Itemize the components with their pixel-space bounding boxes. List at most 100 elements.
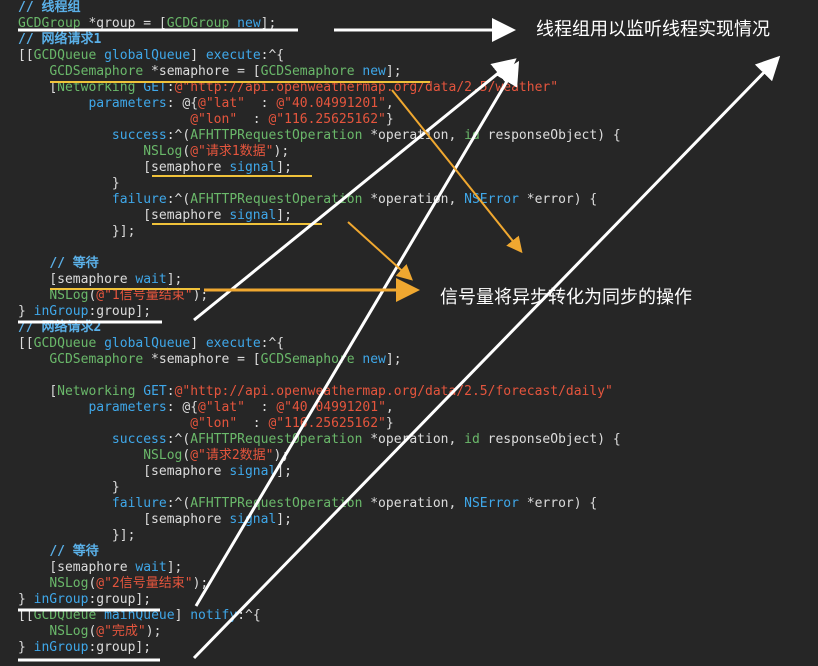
code-token: parameters <box>88 400 167 415</box>
code-token: new <box>354 64 386 79</box>
code-line: NSLog(@"2信号量结束"); <box>18 576 208 592</box>
code-indent <box>18 560 49 575</box>
code-token: , <box>385 400 394 415</box>
code-token: GCDSemaphore <box>260 64 355 79</box>
code-line: } inGroup:group]; <box>18 304 151 320</box>
code-token: ]; <box>385 352 402 367</box>
code-token: GCDQueue <box>33 336 97 351</box>
code-token: ]; <box>276 464 292 479</box>
code-line: }]; <box>18 528 135 544</box>
code-token: @"40.04991201" <box>276 400 386 415</box>
code-token: ); <box>273 144 290 159</box>
code-line: NSLog(@"请求2数据"); <box>18 448 289 464</box>
code-token: AFHTTPRequestOperation <box>190 496 363 511</box>
code-line: [semaphore signal]; <box>18 464 292 480</box>
code-token: new <box>354 352 386 367</box>
code-token: responseObject) { <box>479 432 621 447</box>
code-token: : <box>245 96 277 111</box>
code-indent <box>18 352 49 367</box>
code-token: NSError <box>464 192 519 207</box>
code-line: @"lon" : @"116.25625162"} <box>18 112 394 128</box>
code-token: [semaphore <box>143 208 230 223</box>
code-token: : <box>237 416 269 431</box>
code-token: [[ <box>18 608 34 623</box>
code-token: ]; <box>276 512 292 527</box>
code-token: globalQueue <box>96 48 191 63</box>
code-token: *error) { <box>518 496 598 511</box>
code-line: failure:^(AFHTTPRequestOperation *operat… <box>18 496 597 512</box>
code-token: , <box>385 96 394 111</box>
code-line: // 等待 <box>18 544 98 560</box>
code-line: GCDGroup *group = [GCDGroup new]; <box>18 16 276 32</box>
code-token: inGroup <box>33 304 89 319</box>
code-line: // 等待 <box>18 256 99 272</box>
code-token: ]; <box>166 560 183 575</box>
code-token: :^( <box>166 432 191 447</box>
code-indent <box>18 160 143 175</box>
code-line: [Networking GET:@"http://api.openweather… <box>18 384 613 400</box>
code-indent <box>18 416 190 431</box>
code-token: [semaphore <box>49 560 136 575</box>
code-token: ]; <box>260 16 277 31</box>
code-token: // 等待 <box>49 256 99 271</box>
code-token: *operation, <box>362 128 465 143</box>
code-token: GCDSemaphore <box>49 64 144 79</box>
code-line: [[GCDQueue mainQueue] notify:^{ <box>18 608 261 624</box>
code-line: [[GCDQueue globalQueue] execute:^{ <box>18 48 284 64</box>
code-token: failure <box>111 192 167 207</box>
code-token: ] <box>174 608 191 623</box>
code-token: ( <box>88 288 97 303</box>
code-token: @"1信号量结束" <box>96 288 193 303</box>
code-token: } <box>385 112 394 127</box>
code-token: ); <box>273 448 290 463</box>
code-token: :^{ <box>260 336 285 351</box>
code-line: [semaphore wait]; <box>18 560 182 576</box>
code-token: GCDGroup <box>18 16 81 31</box>
code-token: ( <box>182 144 191 159</box>
code-token: responseObject) { <box>479 128 621 143</box>
code-token: @"请求1数据" <box>190 144 274 159</box>
code-token: NSLog <box>143 448 183 463</box>
code-line: NSLog(@"请求1数据"); <box>18 144 289 160</box>
code-indent <box>18 224 112 239</box>
code-token: wait <box>135 560 167 575</box>
code-token: ); <box>192 576 209 591</box>
code-token: } <box>18 592 34 607</box>
code-token: wait <box>135 272 167 287</box>
code-token: :^( <box>166 192 191 207</box>
code-indent <box>18 512 143 527</box>
code-token: ( <box>88 576 97 591</box>
code-token: } <box>385 416 394 431</box>
code-indent <box>18 288 49 303</box>
code-token: [ <box>49 80 58 95</box>
code-indent <box>18 192 112 207</box>
code-token: @"请求2数据" <box>190 448 274 463</box>
code-token: [semaphore <box>143 160 230 175</box>
code-token: }]; <box>111 224 136 239</box>
code-token: NSLog <box>143 144 183 159</box>
code-token: GCDSemaphore <box>260 352 355 367</box>
code-token: @"40.04991201" <box>276 96 386 111</box>
code-line: // 网络请求2 <box>18 320 101 336</box>
code-token: *semaphore = [ <box>143 352 261 367</box>
code-token: [semaphore <box>49 272 136 287</box>
code-token: ( <box>182 448 191 463</box>
code-token: failure <box>111 496 167 511</box>
code-token: @"lat" <box>198 400 246 415</box>
code-token: @"lat" <box>198 96 246 111</box>
code-token: : @{ <box>166 96 199 111</box>
code-line: failure:^(AFHTTPRequestOperation *operat… <box>18 192 597 208</box>
code-token: mainQueue <box>96 608 175 623</box>
code-token: @"116.25625162" <box>268 112 386 127</box>
code-token: @"lon" <box>190 416 238 431</box>
code-line: // 线程组 <box>18 0 80 16</box>
code-token: ] <box>190 48 206 63</box>
code-token: signal <box>229 160 277 175</box>
semaphore-annotation: 信号量将异步转化为同步的操作 <box>440 287 692 308</box>
code-token: // 线程组 <box>18 0 81 15</box>
code-token: signal <box>229 208 277 223</box>
code-line: NSLog(@"完成"); <box>18 624 161 640</box>
code-token: :group]; <box>88 304 152 319</box>
code-token: GCDQueue <box>33 48 97 63</box>
